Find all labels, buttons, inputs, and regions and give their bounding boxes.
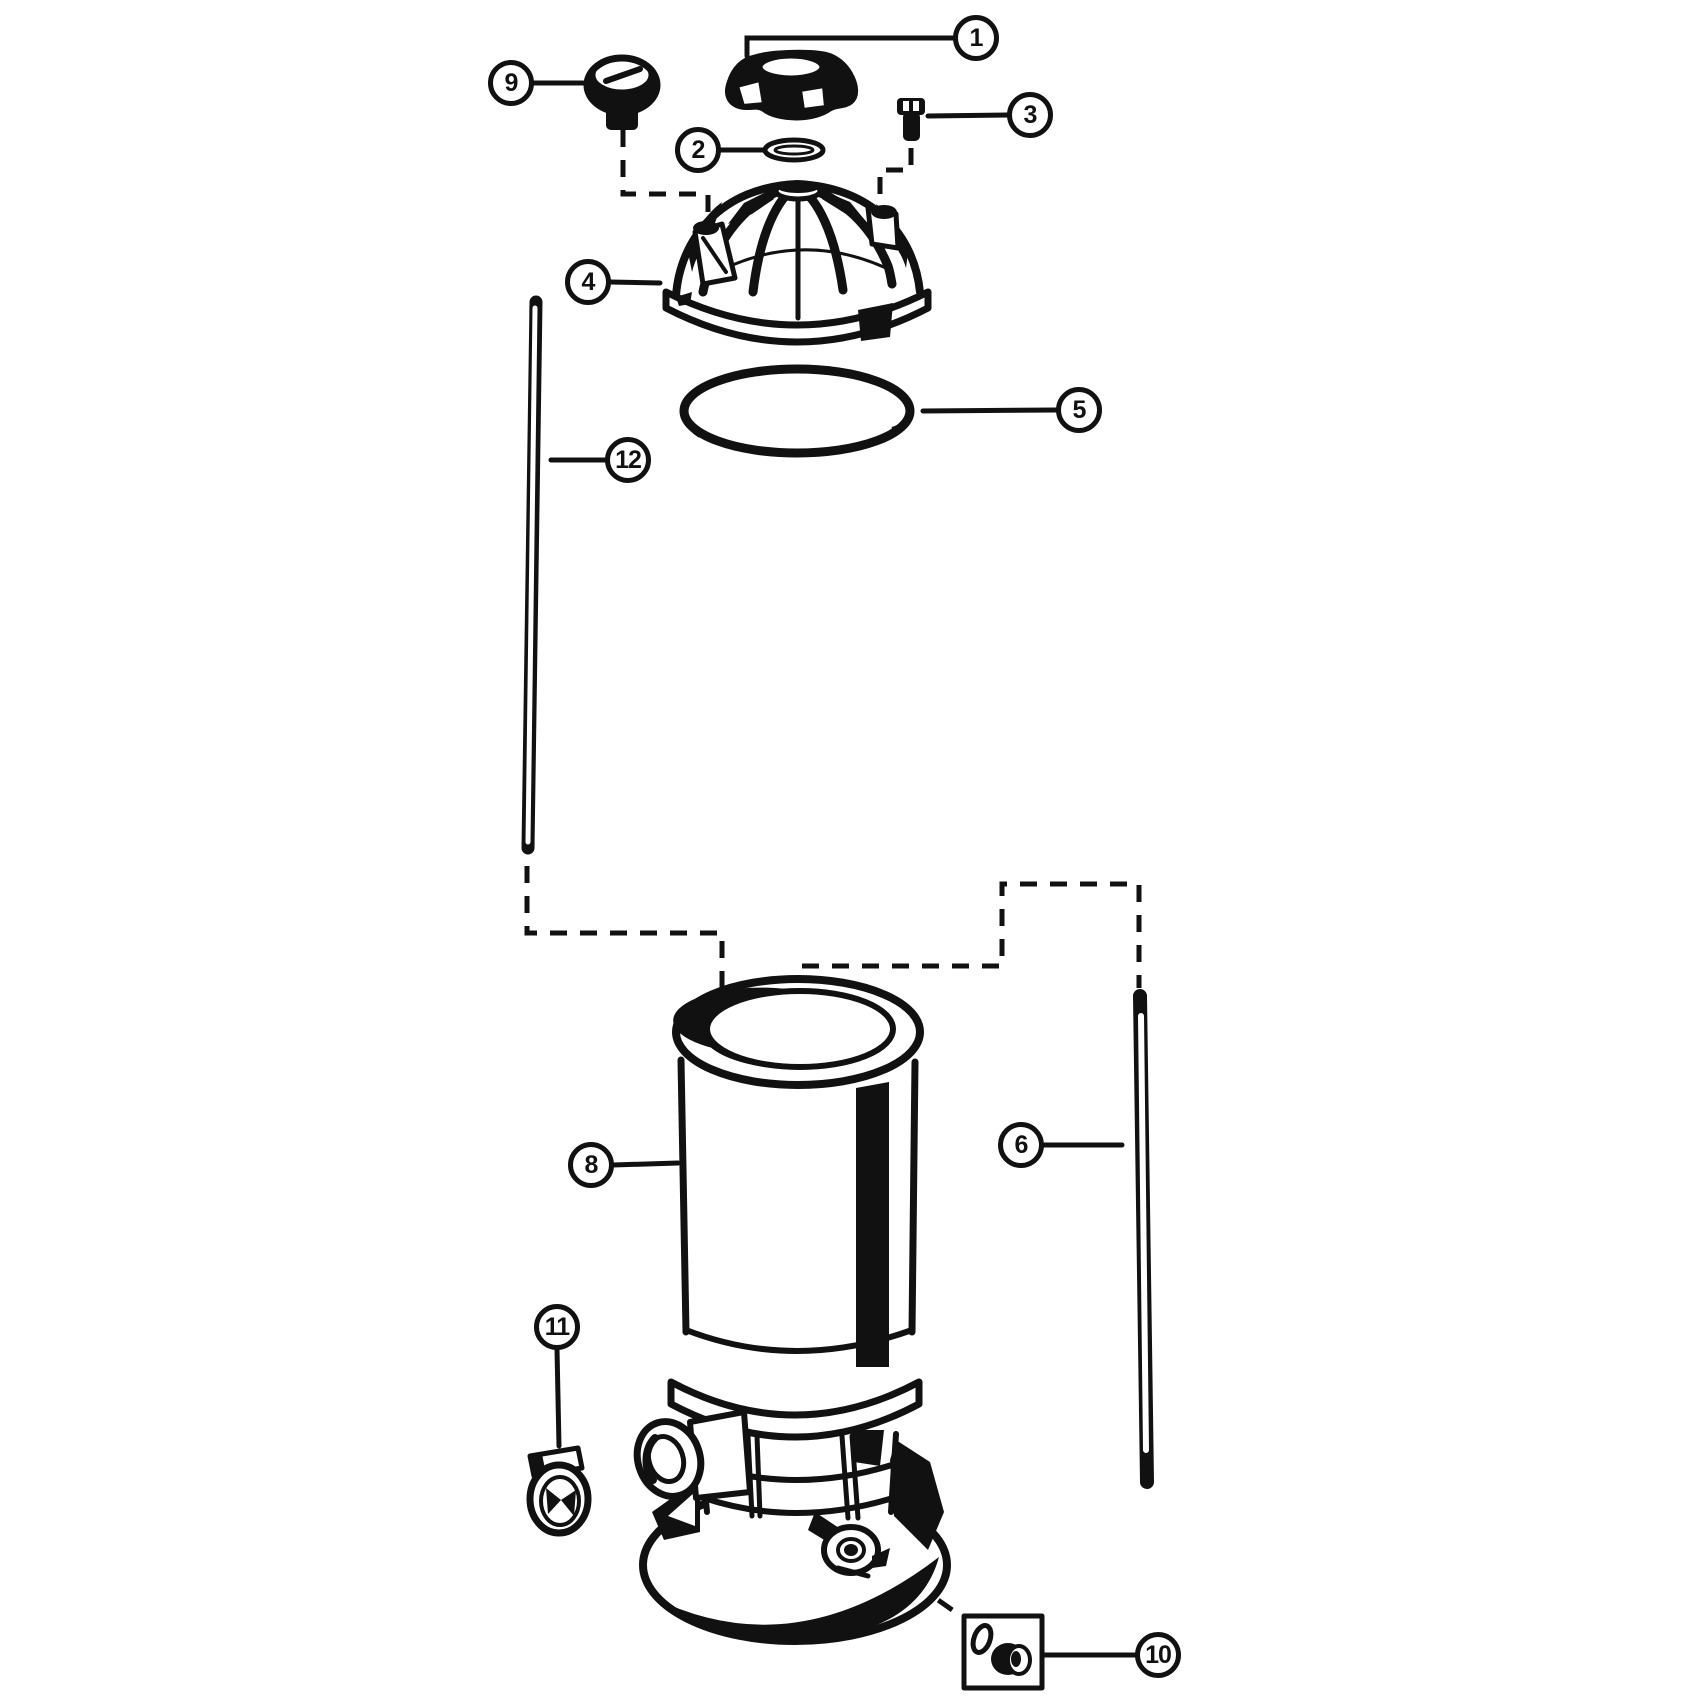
- callout-5: 5: [1056, 387, 1102, 433]
- assembly-dashed-lines: [524, 130, 1142, 1619]
- callout-4: 4: [565, 259, 611, 305]
- callout-number: 3: [1023, 100, 1038, 129]
- leader-1: [744, 35, 960, 59]
- leader-11: [554, 1346, 562, 1449]
- right-rod-art: [1133, 989, 1154, 1489]
- bolt-assembly-path: [877, 148, 914, 197]
- leader-3: [925, 112, 1011, 119]
- callout-11: 11: [534, 1304, 580, 1350]
- callout-number: 5: [1072, 395, 1087, 424]
- dome-lid-art: [662, 180, 932, 346]
- callout-6: 6: [998, 1122, 1044, 1168]
- callout-9: 9: [488, 60, 534, 106]
- callout-number: 11: [544, 1312, 570, 1341]
- callout-number: 10: [1145, 1640, 1172, 1669]
- leader-5: [920, 407, 1060, 414]
- left-rod-assembly-path: [524, 866, 725, 1056]
- filter-tank-art: [633, 975, 951, 1645]
- callout-1: 1: [953, 15, 999, 61]
- callout-number: 9: [504, 68, 519, 97]
- callout-12: 12: [605, 437, 651, 483]
- lid-knob-art: [725, 49, 859, 121]
- callout-3: 3: [1007, 92, 1053, 138]
- leader-4: [607, 279, 663, 286]
- callout-number: 1: [969, 23, 984, 52]
- callout-number: 8: [584, 1150, 599, 1179]
- lid-bolt-art: [897, 98, 925, 141]
- callout-number: 6: [1014, 1130, 1029, 1159]
- drain-plug-box-art: [961, 1613, 1045, 1691]
- callout-number: 2: [691, 135, 706, 164]
- lid-oring-art: [679, 364, 915, 458]
- callout-number: 4: [581, 267, 596, 296]
- small-oring-art: [762, 137, 826, 163]
- leader-8: [610, 1160, 681, 1168]
- callout-8: 8: [568, 1142, 614, 1188]
- callout-leader-lines: [530, 35, 1138, 1658]
- callout-2: 2: [675, 127, 721, 173]
- pressure-gauge-art: [583, 54, 661, 130]
- left-rod-art: [521, 295, 543, 855]
- gauge-assembly-path: [620, 130, 711, 216]
- callout-10: 10: [1135, 1632, 1181, 1678]
- clamp-art: [526, 1445, 592, 1537]
- callout-number: 12: [615, 445, 642, 474]
